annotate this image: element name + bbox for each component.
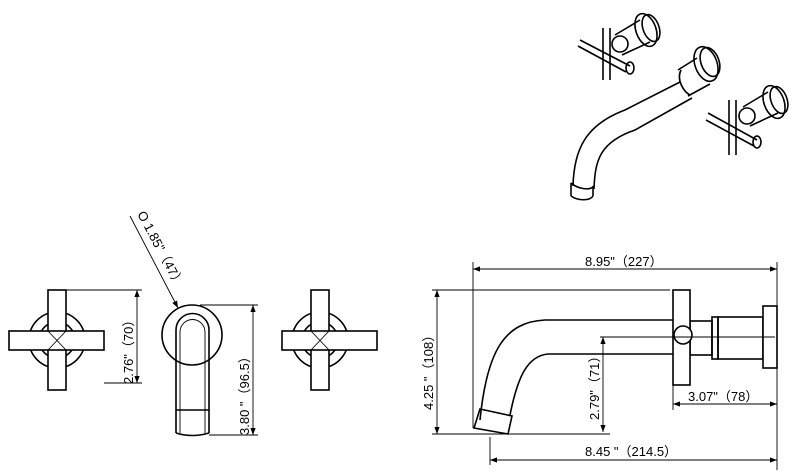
overall-length-label: 8.95"（227）	[585, 254, 663, 269]
dimension-overall-length: 8.95"（227）	[472, 254, 778, 470]
dimension-handle-projection: 3.07"（78）	[672, 385, 777, 410]
handle-height-label: 2.76"（70）	[121, 314, 136, 384]
iso-handle-left	[577, 12, 661, 80]
spout-reach-label: 8.45 "（214.5）	[585, 444, 677, 459]
isometric-view	[570, 12, 789, 201]
front-handle-left	[8, 289, 105, 391]
dimension-overall-height: 4.25 "（108）	[421, 289, 670, 435]
escutcheon-diameter-label: O 1.85"（47）	[134, 208, 187, 289]
side-view: 8.95"（227） 4.25 "（108） 2.79"（71） 3.07"（7…	[421, 254, 778, 470]
iso-handle-right	[705, 84, 789, 155]
dimension-spout-reach: 8.45 "（214.5）	[489, 437, 777, 465]
side-handle	[672, 289, 778, 386]
dimension-spout-height: 3.80 "（96.5）	[200, 304, 258, 436]
iso-spout	[570, 45, 721, 201]
front-handle-right	[281, 289, 378, 391]
handle-projection-label: 3.07"（78）	[688, 389, 758, 404]
outlet-height-label: 2.79"（71）	[587, 350, 602, 420]
front-spout	[161, 304, 223, 437]
dimension-escutcheon-diameter: O 1.85"（47）	[129, 208, 187, 309]
overall-height-label: 4.25 "（108）	[421, 329, 436, 410]
dimension-handle-height: 2.76"（70）	[66, 289, 142, 384]
front-view: 2.76"（70） O 1.85"（47） 3.80 "（96.5）	[8, 208, 378, 437]
spout-height-label: 3.80 "（96.5）	[237, 350, 252, 435]
dimension-outlet-height: 2.79"（71）	[587, 337, 606, 432]
